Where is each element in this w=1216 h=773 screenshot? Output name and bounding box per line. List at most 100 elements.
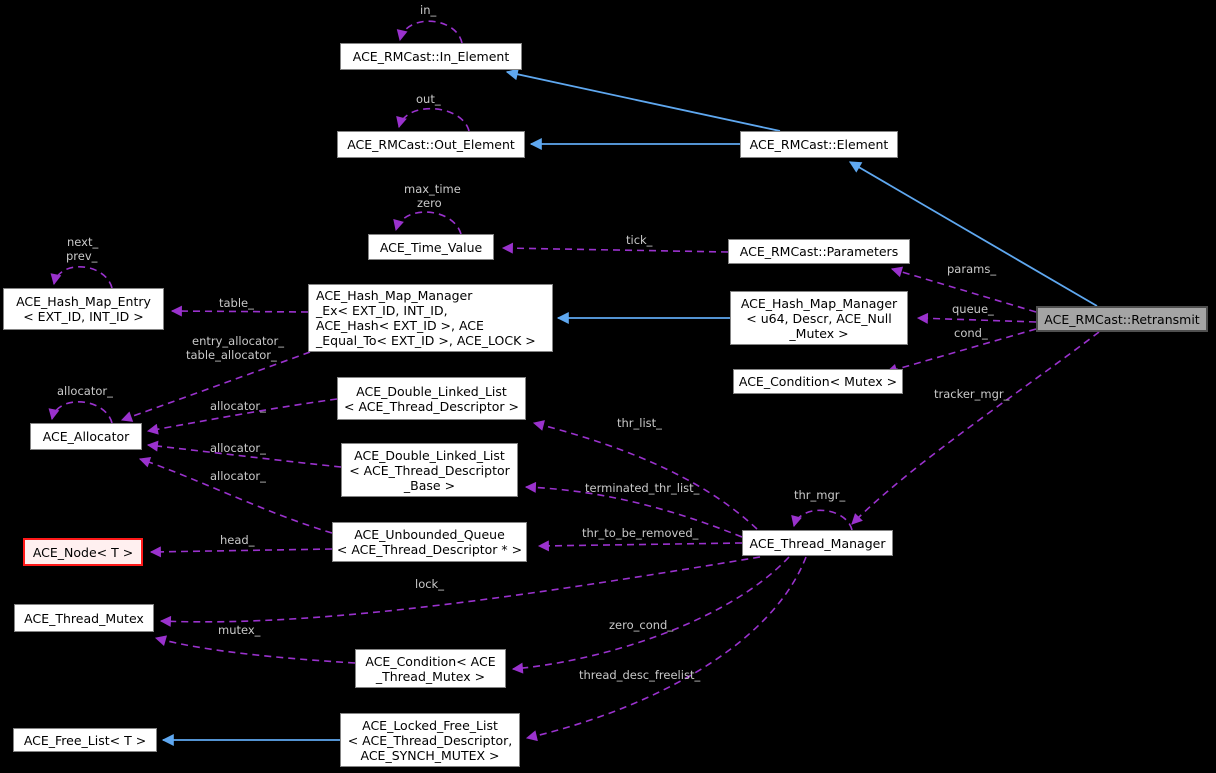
edge-label-tracker-mgr: tracker_mgr_	[934, 387, 1010, 401]
node-label: ACE_SYNCH_MUTEX >	[360, 747, 500, 763]
edge-tracker-mgr	[851, 331, 1100, 525]
edge-label-allocator-self: allocator_	[57, 384, 113, 398]
node-label: ACE_RMCast::Element	[749, 137, 889, 152]
node-label: ACE_Allocator	[42, 429, 130, 444]
node-ace-rmcast-in-element[interactable]: ACE_RMCast::In_Element	[340, 43, 522, 70]
edge-label-in: in_	[420, 3, 437, 17]
edge-thr-mgr-self-loop	[791, 509, 853, 531]
node-ace-time-value[interactable]: ACE_Time_Value	[368, 234, 494, 260]
edge-label-thread-desc-freelist: thread_desc_freelist_	[579, 668, 701, 682]
edge-label-zero-cond: zero_cond_	[609, 618, 674, 632]
node-ace-rmcast-retransmit[interactable]: ACE_RMCast::Retransmit	[1036, 306, 1208, 332]
node-label: ACE_Time_Value	[379, 239, 483, 255]
edge-entry-table-allocator	[120, 351, 311, 422]
node-label: < ACE_Thread_Descriptor * >	[336, 542, 523, 557]
node-ace-rmcast-out-element[interactable]: ACE_RMCast::Out_Element	[337, 131, 525, 158]
node-label: ACE_Unbounded_Queue	[354, 527, 505, 542]
node-ace-rmcast-element[interactable]: ACE_RMCast::Element	[740, 131, 898, 158]
node-ace-allocator[interactable]: ACE_Allocator	[30, 423, 142, 450]
node-label: _Base >	[403, 477, 456, 493]
node-label: ACE_RMCast::In_Element	[352, 49, 510, 64]
edge-hash-map-entry-self-loop	[50, 266, 113, 289]
edge-label-entry-allocator: entry_allocator_	[192, 334, 285, 348]
edge-thr-list	[532, 420, 758, 530]
edge-label-params: params_	[947, 262, 997, 276]
edge-label-cond: cond_	[954, 326, 988, 340]
node-label: ACE_Double_Linked_List	[356, 383, 507, 399]
node-label: ACE_RMCast::Retransmit	[1044, 311, 1200, 327]
node-label: _Mutex >	[789, 325, 849, 341]
edge-params	[890, 266, 1037, 313]
edge-tick	[501, 242, 729, 254]
edge-label-allocator-dll-tdb: allocator_	[210, 441, 266, 455]
node-ace-thread-mutex[interactable]: ACE_Thread_Mutex	[14, 604, 154, 632]
node-label: ACE_Locked_Free_List	[362, 717, 498, 733]
edge-thread-desc-freelist	[525, 556, 807, 742]
edge-lock	[159, 556, 761, 627]
edge-label-next: next_	[67, 235, 99, 249]
node-ace-condition-mutex[interactable]: ACE_Condition< Mutex >	[733, 369, 903, 394]
node-ace-double-linked-list-tdb[interactable]: ACE_Double_Linked_List < ACE_Thread_Desc…	[341, 443, 518, 497]
edge-label-queue: queue_	[952, 302, 994, 316]
node-label: _Equal_To< EXT_ID >, ACE_LOCK >	[316, 333, 536, 348]
edge-label-tick: tick_	[626, 233, 653, 247]
edge-zero-cond	[511, 556, 790, 674]
edge-label-out: out_	[416, 92, 441, 106]
node-ace-thread-manager[interactable]: ACE_Thread_Manager	[742, 530, 893, 556]
edge-label-table-allocator: table_allocator_	[186, 348, 277, 362]
edge-retransmit-inherits-element	[848, 161, 1098, 307]
node-ace-condition-thread-mutex[interactable]: ACE_Condition< ACE _Thread_Mutex >	[355, 649, 506, 688]
edge-terminated-thr-list	[524, 481, 743, 538]
node-label: < ACE_Thread_Descriptor,	[347, 732, 513, 748]
node-ace-unbounded-queue[interactable]: ACE_Unbounded_Queue < ACE_Thread_Descrip…	[332, 522, 527, 562]
edge-label-terminated-thr-list: terminated_thr_list_	[585, 481, 700, 495]
node-label: ACE_Thread_Mutex	[24, 610, 144, 626]
edge-label-thr-list: thr_list_	[617, 416, 662, 430]
edge-thr-to-be-removed	[537, 540, 743, 552]
edge-label-allocator-dll-td: allocator_	[210, 399, 266, 413]
edge-label-max-time: max_time	[404, 182, 461, 196]
edge-mutex	[154, 635, 356, 664]
node-label: _Ex< EXT_ID, INT_ID,	[316, 303, 448, 318]
edge-time-value-self-loop	[393, 211, 462, 235]
node-label: < EXT_ID, INT_ID >	[23, 309, 144, 324]
edge-in-self-loop	[396, 20, 463, 44]
node-label: ACE_Condition< ACE	[365, 653, 496, 669]
node-label: ACE_Hash_Map_Manager	[740, 295, 898, 311]
edge-label-head: head_	[220, 533, 255, 547]
edge-cond	[885, 328, 1037, 375]
edge-element-inherits-in-element	[505, 68, 781, 132]
node-ace-node-t[interactable]: ACE_Node< T >	[23, 538, 143, 566]
node-label: ACE_Hash_Map_Entry	[16, 294, 151, 309]
node-label: ACE_Double_Linked_List	[354, 447, 505, 463]
edge-table	[170, 305, 309, 317]
edge-allocator-self-loop	[48, 400, 113, 424]
edge-allocator-from-dll-td	[146, 398, 338, 435]
node-ace-double-linked-list-td[interactable]: ACE_Double_Linked_List < ACE_Thread_Desc…	[337, 377, 526, 420]
edge-label-thr-mgr: thr_mgr_	[794, 488, 846, 502]
node-label: ACE_Condition< Mutex >	[738, 374, 898, 389]
node-ace-locked-free-list[interactable]: ACE_Locked_Free_List < ACE_Thread_Descri…	[340, 713, 520, 767]
edge-allocator-from-dll-tdb	[146, 440, 342, 468]
edge-label-mutex: mutex_	[218, 623, 261, 637]
node-ace-free-list[interactable]: ACE_Free_List< T >	[13, 728, 157, 752]
node-label: < u64, Descr, ACE_Null	[746, 310, 892, 326]
edge-label-thr-to-be-removed: thr_to_be_removed_	[582, 526, 699, 540]
node-ace-hash-map-manager-u64[interactable]: ACE_Hash_Map_Manager < u64, Descr, ACE_N…	[730, 291, 908, 345]
edge-label-lock: lock_	[415, 577, 444, 591]
edge-label-table: table_	[219, 296, 254, 310]
node-ace-hash-map-entry[interactable]: ACE_Hash_Map_Entry < EXT_ID, INT_ID >	[3, 288, 164, 330]
node-label: _Thread_Mutex >	[375, 668, 486, 684]
node-label: ACE_Node< T >	[32, 544, 134, 560]
node-label: ACE_Thread_Manager	[749, 535, 886, 551]
edge-allocator-from-unbounded-queue	[138, 456, 333, 534]
edge-label-allocator-uq: allocator_	[210, 469, 266, 483]
node-ace-rmcast-parameters[interactable]: ACE_RMCast::Parameters	[728, 239, 910, 264]
edge-out-self-loop	[396, 107, 470, 132]
edge-queue	[916, 312, 1037, 324]
node-ace-hash-map-manager-ex[interactable]: ACE_Hash_Map_Manager _Ex< EXT_ID, INT_ID…	[308, 284, 553, 352]
edge-label-zero: zero	[417, 196, 442, 210]
edge-head	[149, 546, 333, 558]
